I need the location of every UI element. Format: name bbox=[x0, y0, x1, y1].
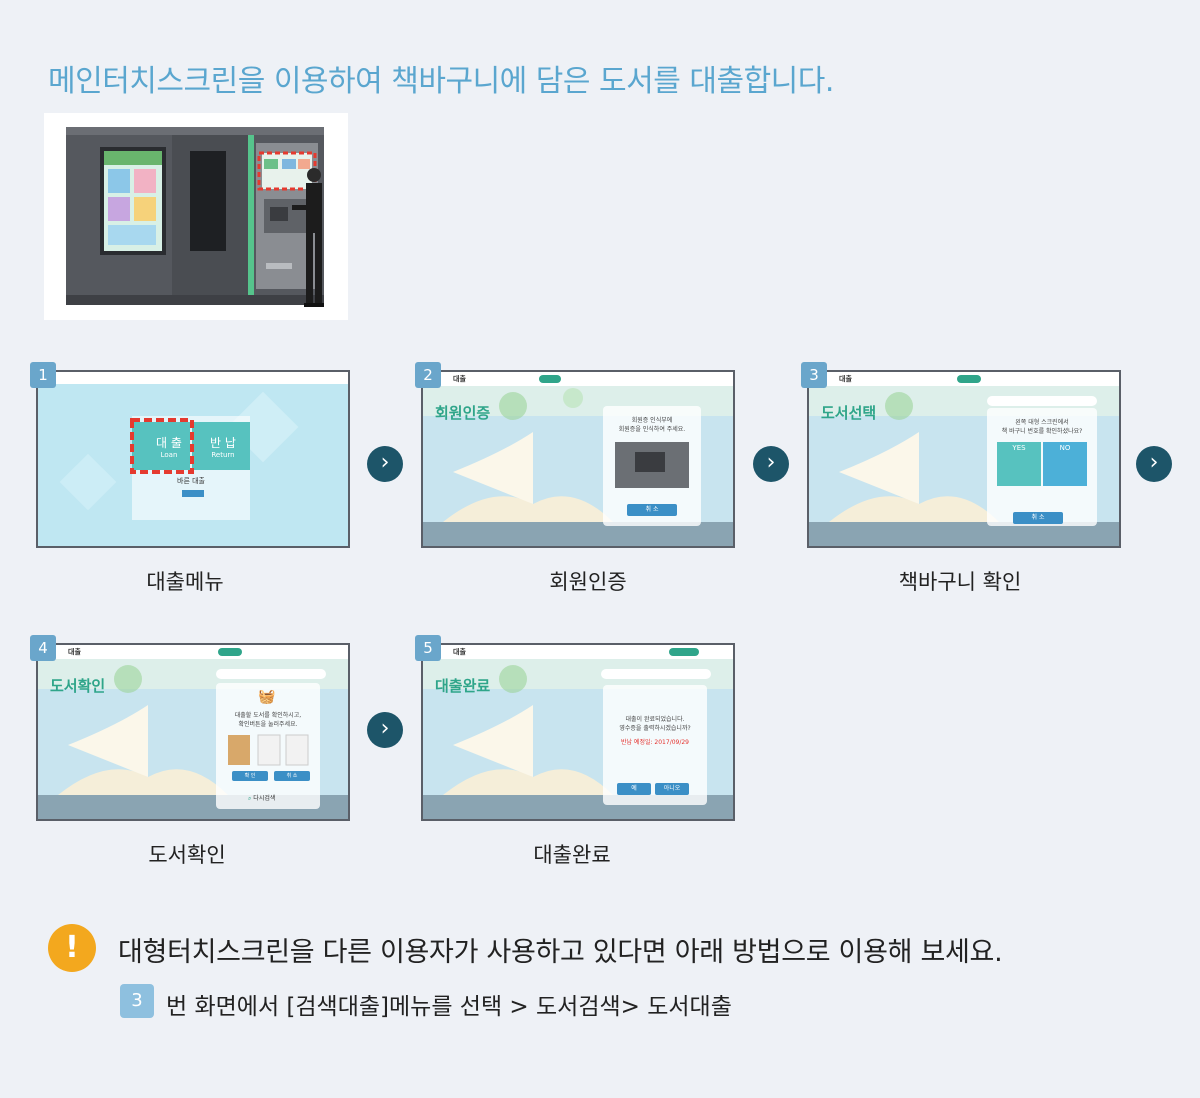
loan-label: 대 출 bbox=[156, 436, 182, 450]
next-arrow-icon: › bbox=[753, 446, 789, 482]
basket-message-line2: 책 바구니 번호를 확인하셨나요? bbox=[1001, 428, 1083, 435]
complete-message-line2: 영수증을 출력하시겠습니까? bbox=[619, 725, 691, 732]
loan-sub-label: Loan bbox=[160, 451, 178, 459]
return-sub-label: Return bbox=[211, 451, 235, 459]
confirm-message-line2: 확인버튼을 눌러주세요. bbox=[238, 721, 298, 728]
search-icon: ⌕ bbox=[248, 795, 252, 802]
research-link[interactable]: ⌕ 다시검색 bbox=[248, 793, 275, 803]
step-3: 3 대출 도서선택 왼쪽 대형 스크린에서 책 바구니 번 bbox=[801, 362, 1121, 594]
basket-icon: 🧺 bbox=[258, 689, 276, 705]
yes-button[interactable]: YES bbox=[1012, 444, 1026, 452]
loan-button[interactable]: 대 출 Loan bbox=[146, 434, 192, 459]
cancel-button[interactable]: 취 소 bbox=[286, 773, 298, 779]
step-number-badge: 1 bbox=[30, 362, 56, 388]
note-step-text: 번 화면에서 [검색대출]메뉴를 선택 > 도서검색> 도서대출 bbox=[166, 994, 732, 1020]
step-2: 2 대출 회원인증 회원증 인식부에 회원증을 인식하여 bbox=[415, 362, 735, 594]
due-date: 반납 예정일: 2017/09/29 bbox=[620, 739, 690, 746]
next-arrow-icon: › bbox=[1136, 446, 1172, 482]
step-4-screen: 대출 도서확인 🧺 대출할 도서를 확인하시고, 확인버튼을 눌러주세요. 확 … bbox=[36, 643, 350, 821]
step-number-badge: 2 bbox=[415, 362, 441, 388]
step-caption: 대출메뉴 bbox=[146, 570, 224, 594]
no-button[interactable]: 아니오 bbox=[663, 785, 681, 792]
research-label: 다시검색 bbox=[253, 795, 276, 802]
next-arrow-icon: › bbox=[367, 712, 403, 748]
screen-header-title: 대출 bbox=[453, 648, 466, 656]
note-step-number: 3 bbox=[120, 984, 154, 1018]
step-5: 5 대출 대출완료 대출이 완료되었습니다. 영수증을 출력하시겠습니까? bbox=[415, 635, 735, 867]
confirm-message-line1: 대출할 도서를 확인하시고, bbox=[234, 712, 302, 719]
confirm-button[interactable]: 확 인 bbox=[244, 773, 256, 779]
step-caption: 책바구니 확인 bbox=[898, 570, 1022, 594]
complete-message-line1: 대출이 완료되었습니다. bbox=[625, 716, 685, 723]
yes-button[interactable]: 예 bbox=[631, 785, 637, 792]
screen-header-title: 대출 bbox=[839, 375, 852, 383]
return-button[interactable]: 반 납 Return bbox=[196, 434, 250, 459]
step-caption: 회원인증 bbox=[549, 570, 627, 594]
auth-message: 회원증 인식부에 회원증을 인식하여 주세요. bbox=[603, 416, 701, 434]
step-number-badge: 4 bbox=[30, 635, 56, 661]
cancel-button[interactable]: 취 소 bbox=[1031, 514, 1045, 521]
auth-message-line1: 회원증 인식부에 bbox=[631, 417, 673, 424]
complete-message: 대출이 완료되었습니다. 영수증을 출력하시겠습니까? bbox=[603, 715, 707, 733]
step-1: 1 대 출 Loan 반 납 Return 바른 대출 bbox=[30, 362, 350, 594]
step-1-screen: 대 출 Loan 반 납 Return 바른 대출 bbox=[36, 370, 350, 548]
page-headline: 메인터치스크린을 이용하여 책바구니에 담은 도서를 대출합니다. bbox=[48, 64, 834, 99]
step-3-screen: 대출 도서선택 왼쪽 대형 스크린에서 책 바구니 번호를 확인하셨나요? YE… bbox=[807, 370, 1121, 548]
auth-message-line2: 회원증을 인식하여 주세요. bbox=[618, 426, 686, 433]
step-4: 4 대출 도서확인 🧺 bbox=[30, 635, 350, 867]
no-button[interactable]: NO bbox=[1059, 444, 1071, 452]
step-number-badge: 3 bbox=[801, 362, 827, 388]
step-5-screen: 대출 대출완료 대출이 완료되었습니다. 영수증을 출력하시겠습니까? 반납 예… bbox=[421, 643, 735, 821]
confirm-message: 대출할 도서를 확인하시고, 확인버튼을 눌러주세요. bbox=[216, 711, 320, 729]
cancel-button[interactable]: 취 소 bbox=[645, 506, 659, 513]
screen-title: 도서확인 bbox=[50, 677, 106, 695]
exclamation-icon: ! bbox=[48, 924, 96, 972]
next-arrow-icon: › bbox=[367, 446, 403, 482]
quick-loan-label: 바른 대출 bbox=[177, 477, 205, 485]
basket-message: 왼쪽 대형 스크린에서 책 바구니 번호를 확인하셨나요? bbox=[987, 418, 1097, 436]
return-label: 반 납 bbox=[210, 436, 236, 450]
step-caption: 대출완료 bbox=[533, 843, 611, 867]
screen-title: 대출완료 bbox=[435, 677, 491, 695]
screen-title: 도서선택 bbox=[821, 404, 877, 422]
basket-message-line1: 왼쪽 대형 스크린에서 bbox=[1015, 419, 1069, 426]
screen-header-title: 대출 bbox=[68, 648, 81, 656]
step-2-screen: 대출 회원인증 회원증 인식부에 회원증을 인식하여 주세요. 취 소 bbox=[421, 370, 735, 548]
kiosk-illustration bbox=[44, 113, 348, 320]
screen-title: 회원인증 bbox=[435, 404, 491, 422]
warning-text: 대형터치스크린을 다른 이용자가 사용하고 있다면 아래 방법으로 이용해 보세… bbox=[118, 937, 1003, 968]
step-caption: 도서확인 bbox=[148, 843, 226, 867]
step-number-badge: 5 bbox=[415, 635, 441, 661]
screen-header-title: 대출 bbox=[453, 375, 466, 383]
